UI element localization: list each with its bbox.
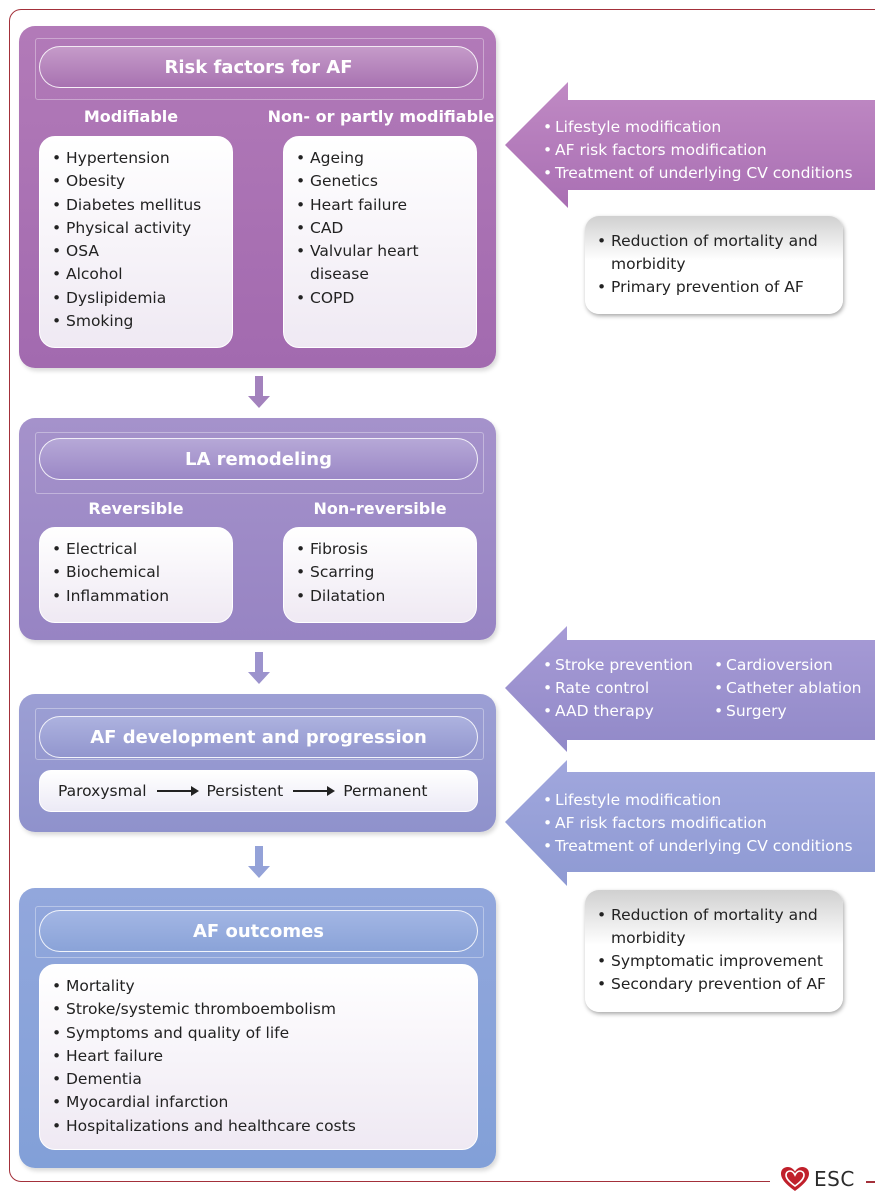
outcome-box-1: Reduction of mortality and morbidity Pri… (585, 216, 843, 314)
list-item: Dyslipidemia (52, 287, 220, 311)
list-item: Primary prevention of AF (597, 276, 833, 299)
down-arrow-icon (248, 846, 270, 878)
arrow2-left-text: Stroke prevention Rate control AAD thera… (543, 654, 693, 723)
list-item: Symptomatic improvement (597, 950, 833, 973)
list-item: Treatment of underlying CV conditions (543, 835, 853, 858)
panel-inner-line (35, 708, 484, 760)
list-item: Electrical (52, 538, 220, 562)
list-item: Surgery (714, 700, 862, 723)
list-item: AAD therapy (543, 700, 693, 723)
list-item: Valvular heart disease (296, 240, 464, 287)
right-arrow-icon (293, 786, 336, 796)
panel-inner-line (35, 906, 484, 958)
reversible-list: Electrical Biochemical Inflammation (39, 527, 233, 623)
stage-permanent: Permanent (343, 782, 428, 800)
list-item: Lifestyle modification (543, 789, 853, 812)
list-item: Lifestyle modification (543, 116, 853, 139)
modifiable-list: Hypertension Obesity Diabetes mellitus P… (39, 136, 233, 348)
list-item: Heart failure (52, 1045, 465, 1069)
list-item: AF risk factors modification (543, 812, 853, 835)
list-item: Obesity (52, 170, 220, 194)
list-item: CAD (296, 217, 464, 241)
list-item: Dilatation (296, 585, 464, 609)
arrow1-text: Lifestyle modification AF risk factors m… (543, 116, 853, 185)
list-item: Hypertension (52, 147, 220, 171)
list-item: Fibrosis (296, 538, 464, 562)
list-item: Secondary prevention of AF (597, 973, 833, 996)
list-item: Stroke/systemic thromboembolism (52, 998, 465, 1022)
list-item: Dementia (52, 1068, 465, 1092)
list-item: Hospitalizations and healthcare costs (52, 1115, 465, 1139)
af-outcomes-panel: AF outcomes Mortality Stroke/systemic th… (19, 888, 496, 1168)
reversible-heading: Reversible (88, 499, 184, 518)
list-item: AF risk factors modification (543, 139, 853, 162)
heart-icon (781, 1167, 809, 1191)
list-item: Reduction of mortality and morbidity (597, 230, 833, 276)
list-item: Myocardial infarction (52, 1091, 465, 1115)
esc-logo: ESC (780, 1166, 855, 1192)
nonreversible-heading: Non-reversible (313, 499, 447, 518)
list-item: Biochemical (52, 561, 220, 585)
list-item: Cardioversion (714, 654, 862, 677)
arrow2-right-text: Cardioversion Catheter ablation Surgery (714, 654, 862, 723)
progression-flow: Paroxysmal Persistent Permanent (39, 770, 478, 812)
list-item: Ageing (296, 147, 464, 171)
stage-paroxysmal: Paroxysmal (58, 782, 147, 800)
arrow3-text: Lifestyle modification AF risk factors m… (543, 789, 853, 858)
esc-text: ESC (814, 1167, 855, 1191)
la-remodeling-panel: LA remodeling Reversible Non-reversible … (19, 418, 496, 640)
list-item: Stroke prevention (543, 654, 693, 677)
list-item: Heart failure (296, 194, 464, 218)
nonmodifiable-heading: Non- or partly modifiable (267, 107, 495, 126)
frame-tail (866, 1181, 875, 1183)
risk-factors-panel: Risk factors for AF Modifiable Non- or p… (19, 26, 496, 368)
list-item: Alcohol (52, 263, 220, 287)
la-remodeling-title: LA remodeling (39, 438, 478, 480)
list-item: Reduction of mortality and morbidity (597, 904, 833, 950)
af-progression-panel: AF development and progression Paroxysma… (19, 694, 496, 832)
panel-inner-line (35, 38, 484, 100)
list-item: Rate control (543, 677, 693, 700)
list-item: Diabetes mellitus (52, 194, 220, 218)
list-item: OSA (52, 240, 220, 264)
list-item: Catheter ablation (714, 677, 862, 700)
nonreversible-list: Fibrosis Scarring Dilatation (283, 527, 477, 623)
down-arrow-icon (248, 652, 270, 684)
right-arrow-icon (156, 786, 199, 796)
modifiable-heading: Modifiable (83, 107, 179, 126)
outer-frame (9, 9, 875, 1182)
list-item: Genetics (296, 170, 464, 194)
nonmodifiable-list: Ageing Genetics Heart failure CAD Valvul… (283, 136, 477, 348)
risk-factors-title: Risk factors for AF (39, 46, 478, 88)
list-item: Treatment of underlying CV conditions (543, 162, 853, 185)
af-outcomes-title: AF outcomes (39, 910, 478, 952)
list-item: Physical activity (52, 217, 220, 241)
list-item: COPD (296, 287, 464, 311)
list-item: Symptoms and quality of life (52, 1022, 465, 1046)
list-item: Scarring (296, 561, 464, 585)
stage-persistent: Persistent (206, 782, 284, 800)
list-item: Inflammation (52, 585, 220, 609)
panel-inner-line (35, 432, 484, 494)
outcome-box-2: Reduction of mortality and morbidity Sym… (585, 890, 843, 1012)
outcomes-list: Mortality Stroke/systemic thromboembolis… (39, 964, 478, 1150)
list-item: Mortality (52, 975, 465, 999)
list-item: Smoking (52, 310, 220, 334)
af-progression-title: AF development and progression (39, 716, 478, 758)
down-arrow-icon (248, 376, 270, 408)
